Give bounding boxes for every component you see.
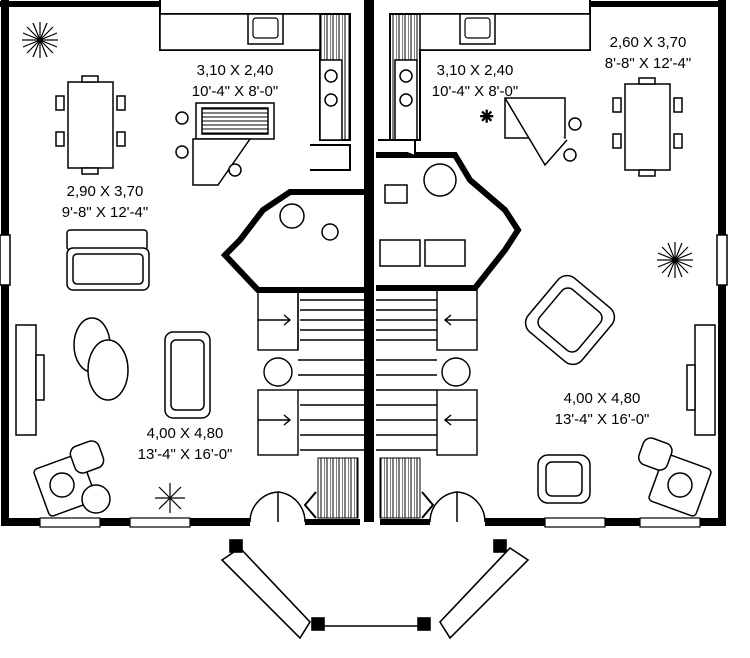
kitchen-islands: ✳: [175, 97, 582, 186]
kitchen-left-metric: 3,10 X 2,40: [197, 62, 274, 79]
living-furniture: [15, 229, 716, 517]
kitchen-left-imperial: 10'-4" X 8'-0": [192, 83, 278, 100]
plant-icons: [22, 22, 693, 513]
porch: [220, 539, 530, 640]
living-right-imperial: 13'-4" X 16'-0": [555, 411, 650, 428]
central-core: [220, 139, 522, 293]
dining-right-imperial: 8'-8" X 12'-4": [605, 55, 691, 72]
dining-tables: [55, 75, 683, 177]
plant-icon: ✳: [480, 109, 493, 126]
kitchen-counters: [159, 0, 591, 141]
living-left-imperial: 13'-4" X 16'-0": [138, 446, 233, 463]
dining-left-imperial: 9'-8" X 12'-4": [62, 204, 148, 221]
living-left-metric: 4,00 X 4,80: [147, 425, 224, 442]
bottom-windows: [39, 517, 701, 528]
dining-left-metric: 2,90 X 3,70: [67, 183, 144, 200]
living-right-metric: 4,00 X 4,80: [564, 390, 641, 407]
kitchen-right-imperial: 10'-4" X 8'-0": [432, 83, 518, 100]
kitchen-right-metric: 3,10 X 2,40: [437, 62, 514, 79]
room-labels: 3,10 X 2,40 10'-4" X 8'-0" 3,10 X 2,40 1…: [62, 34, 691, 463]
dining-right-metric: 2,60 X 3,70: [610, 34, 687, 51]
stairs: [257, 289, 478, 456]
entry-doors: [249, 457, 486, 523]
